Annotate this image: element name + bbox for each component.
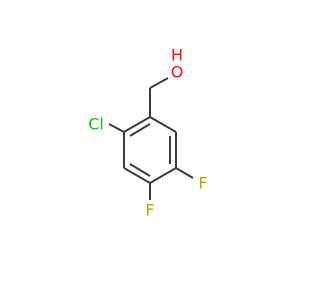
molecule-canvas: O H Cl F F [88, 45, 208, 220]
bond-c4-c5 [149, 167, 177, 184]
bond-c2-cl [108, 123, 125, 133]
bond-c1-c2 [123, 116, 151, 133]
bond-ch2-o [149, 77, 169, 89]
bond-c3-c4 [123, 167, 151, 184]
atom-fluorine-c4-label: F [145, 201, 154, 220]
atom-chlorine-label: Cl [88, 115, 104, 134]
structure-diagram: O H Cl F F [88, 46, 207, 220]
atom-fluorine-c5-label: F [198, 174, 207, 193]
bond-c6-c1 [149, 116, 177, 133]
double-bond-inner-c3-c4 [129, 163, 151, 177]
double-bond-inner-c1-c2 [129, 123, 151, 137]
bond-c5-f [175, 167, 194, 179]
atom-oxygen-label: O [171, 63, 184, 82]
atom-hydrogen-label: H [171, 46, 183, 65]
